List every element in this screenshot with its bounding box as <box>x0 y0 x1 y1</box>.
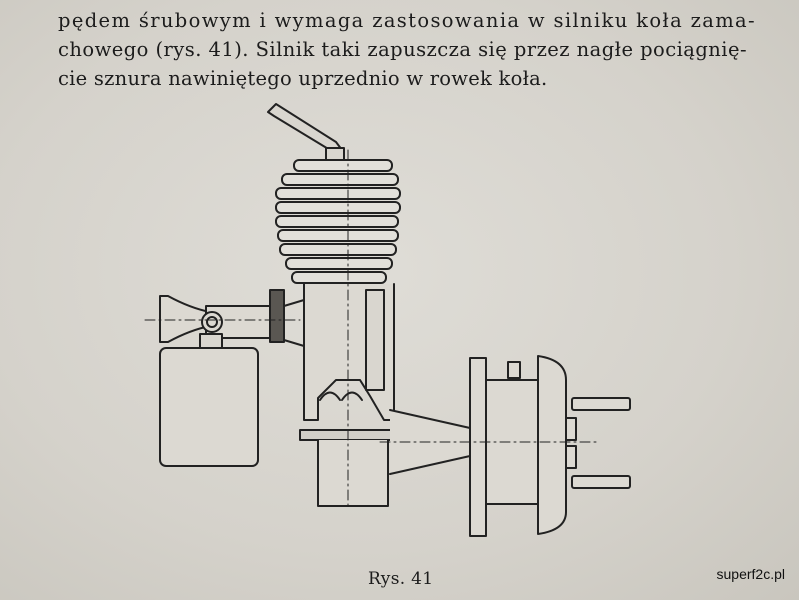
figure-caption: Rys. 41 <box>368 569 434 589</box>
needle-valve <box>267 103 345 163</box>
shaft-pins <box>571 397 631 489</box>
body-text: pędem śrubowym i wymaga zastosowania w s… <box>58 6 756 93</box>
center-lines <box>144 149 597 511</box>
cooling-fins <box>275 159 401 284</box>
text-line-2: chowego (rys. 41). Silnik taki zapuszcza… <box>58 38 747 61</box>
watermark: superf2c.pl <box>716 566 785 582</box>
carburetor <box>159 289 305 351</box>
crankcase <box>299 283 471 507</box>
text-line-1: pędem śrubowym i wymaga zastosowania w s… <box>58 9 756 32</box>
engine-drawing <box>144 103 631 537</box>
text-line-3: cie sznura nawiniętego uprzednio w rowek… <box>58 67 548 90</box>
flywheel <box>469 355 577 537</box>
fuel-tank <box>159 347 259 467</box>
